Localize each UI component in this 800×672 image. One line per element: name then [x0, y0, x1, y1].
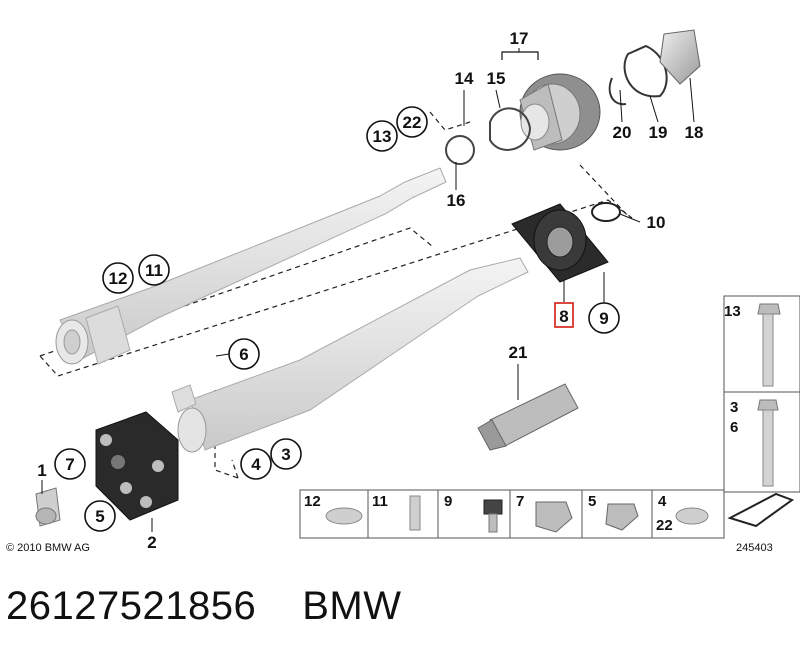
callout-17: 17	[510, 29, 529, 48]
svg-text:22: 22	[403, 113, 422, 132]
callout-3: 3	[270, 438, 302, 470]
hardware-row	[299, 489, 795, 539]
svg-text:6: 6	[239, 345, 248, 364]
svg-text:12: 12	[109, 269, 128, 288]
svg-text:7: 7	[65, 455, 74, 474]
flex-disc-coupling	[35, 411, 179, 527]
svg-text:5: 5	[95, 507, 104, 526]
leader-lines	[41, 77, 695, 532]
callout-1: 1	[37, 461, 46, 480]
side-panel-label-13: 13	[724, 303, 741, 320]
front-propeller-shaft	[55, 167, 447, 365]
callout-10: 10	[647, 213, 666, 232]
svg-text:13: 13	[373, 127, 392, 146]
callout-6: 6	[228, 338, 260, 370]
hardware-label-22: 22	[656, 517, 673, 534]
rear-propeller-shaft	[171, 257, 529, 453]
callout-9: 9	[588, 302, 620, 334]
side-panel-label-6: 6	[730, 419, 738, 436]
svg-text:3: 3	[281, 445, 290, 464]
svg-text:11: 11	[145, 261, 163, 280]
callout-5: 5	[84, 500, 116, 532]
callout-4: 4	[240, 448, 272, 480]
center-support-bearing	[511, 202, 621, 283]
hardware-label-4: 4	[658, 493, 667, 510]
side-panel-label-3: 3	[730, 399, 738, 416]
hardware-label-9: 9	[444, 493, 452, 510]
hardware-label-11: 11	[372, 493, 388, 510]
callout-14: 14	[455, 69, 474, 88]
callout-13: 13	[366, 120, 398, 152]
svg-text:4: 4	[251, 455, 261, 474]
callout-8-highlight: 8	[554, 302, 574, 328]
callout-2: 2	[147, 533, 156, 552]
callout-19: 19	[649, 123, 668, 142]
callout-12: 12	[102, 262, 134, 294]
callout-11: 11	[138, 254, 170, 286]
bolt-side-panel	[723, 295, 800, 493]
hardware-label-5: 5	[588, 493, 596, 510]
part-caption: 26127521856 BMW	[6, 584, 401, 629]
copyright-notice: © 2010 BMW AG	[6, 542, 90, 554]
hardware-label-7: 7	[516, 493, 524, 510]
callout-18: 18	[685, 123, 704, 142]
hardware-label-12: 12	[304, 493, 321, 510]
exploded-view: 11 12 13 22 6 4 3 7 5 9 17 14 15 16 20 1…	[35, 29, 800, 552]
svg-text:9: 9	[599, 309, 608, 328]
cv-joint-assembly	[445, 29, 701, 165]
callout-21: 21	[509, 343, 528, 362]
part-number: 26127521856	[6, 584, 257, 628]
figure-number: 245403	[736, 542, 773, 554]
grease-tube	[477, 383, 579, 451]
svg-text:8: 8	[559, 307, 568, 326]
callout-7: 7	[54, 448, 86, 480]
brand-name: BMW	[302, 584, 402, 628]
callout-15: 15	[487, 69, 506, 88]
callout-16: 16	[447, 191, 466, 210]
callout-20: 20	[613, 123, 632, 142]
callout-22: 22	[396, 106, 428, 138]
